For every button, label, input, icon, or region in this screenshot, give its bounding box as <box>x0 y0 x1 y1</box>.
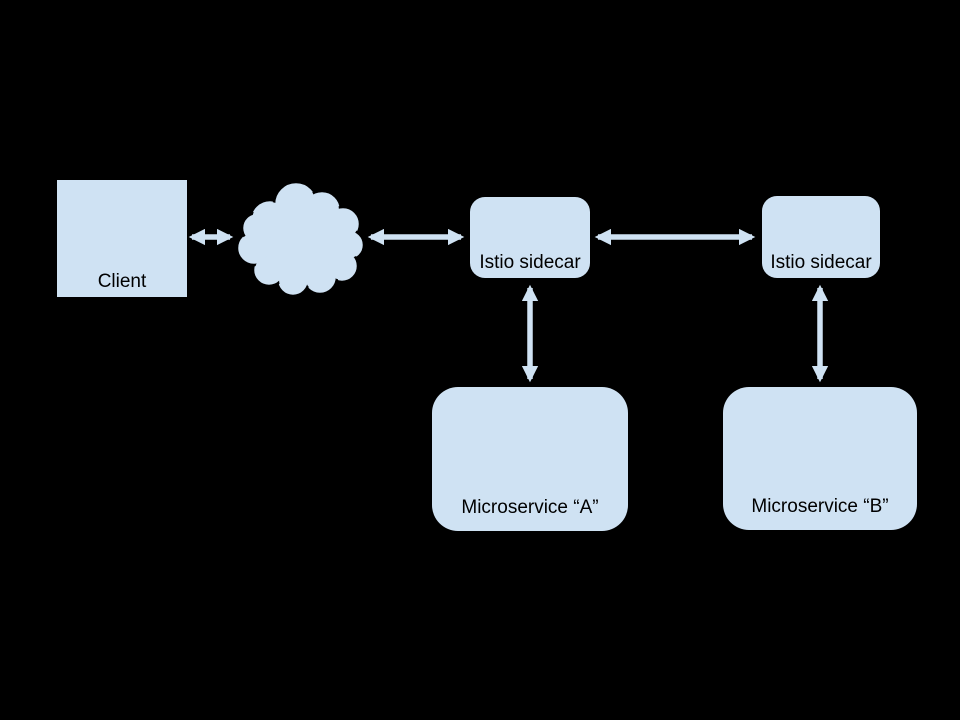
network-cloud-icon <box>235 180 366 298</box>
node-istio-sidecar-a: Istio sidecar <box>470 197 590 278</box>
node-istio-sidecar-b-label: Istio sidecar <box>770 252 872 274</box>
node-microservice-a: Microservice “A” <box>432 387 628 531</box>
node-istio-sidecar-b: Istio sidecar <box>762 196 880 278</box>
node-microservice-a-label: Microservice “A” <box>461 497 599 519</box>
node-microservice-b-label: Microservice “B” <box>751 496 889 518</box>
node-client-label: Client <box>97 271 147 293</box>
node-istio-sidecar-a-label: Istio sidecar <box>479 252 581 274</box>
node-microservice-b: Microservice “B” <box>723 387 917 530</box>
node-client: Client <box>57 180 187 297</box>
